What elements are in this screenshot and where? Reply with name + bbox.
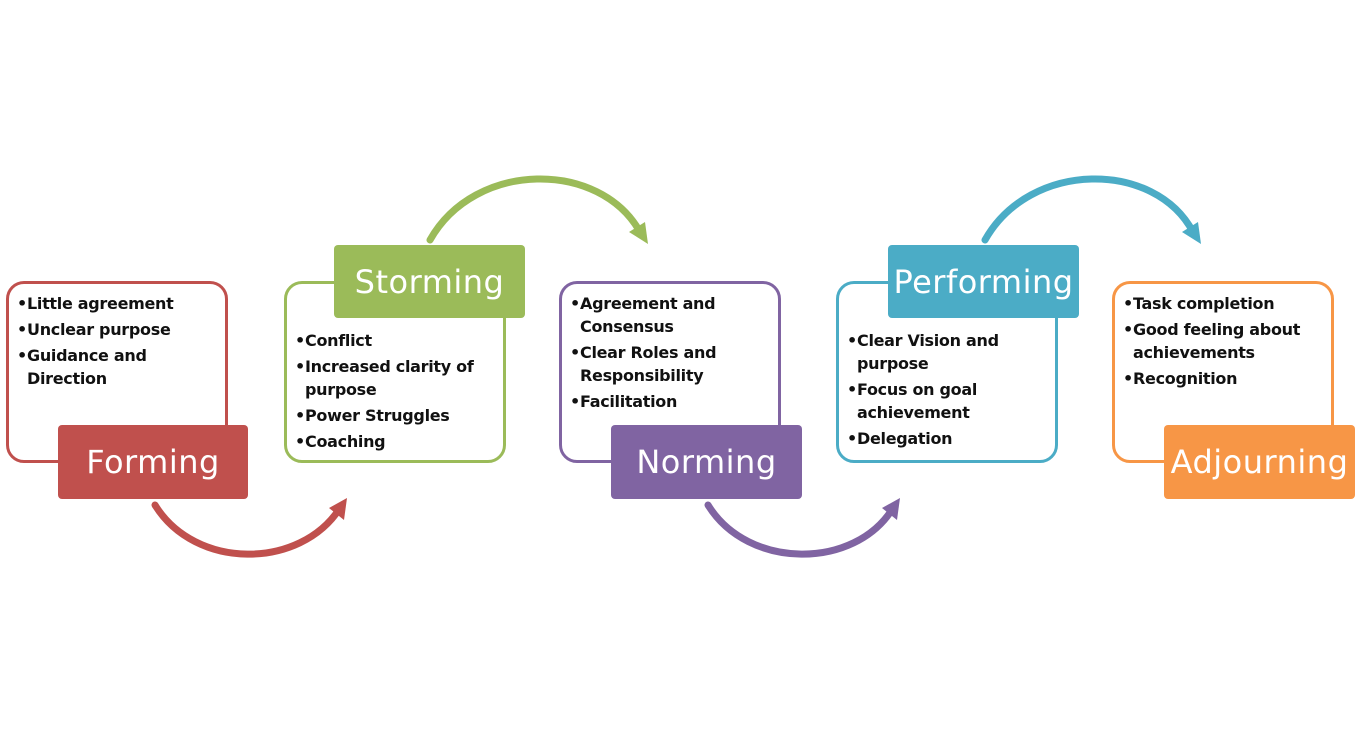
- list-item: Task completion: [1121, 292, 1325, 315]
- storming-label: Storming: [334, 245, 525, 318]
- list-item: Delegation: [845, 427, 1049, 450]
- list-item: Coaching: [293, 430, 497, 453]
- performing-label: Performing: [888, 245, 1079, 318]
- adjourning-bullet-list: Task completion Good feeling about achie…: [1115, 284, 1331, 390]
- list-item: Clear Vision and purpose: [845, 329, 1007, 375]
- list-item: Clear Roles and Responsibility: [568, 341, 730, 387]
- forming-label: Forming: [58, 425, 248, 499]
- list-item: Agreement and Consensus: [568, 292, 730, 338]
- list-item: Guidance and Direction: [15, 344, 157, 390]
- list-item: Good feeling about achievements: [1121, 318, 1308, 364]
- storming-bullet-list: Conflict Increased clarity of purpose Po…: [287, 284, 503, 453]
- list-item: Power Struggles: [293, 404, 497, 427]
- arrow-storming-to-norming: [426, 175, 644, 244]
- arrowhead-performing-to-adjourning: [1182, 222, 1201, 244]
- arrow-performing-to-adjourning: [981, 175, 1197, 244]
- adjourning-label: Adjourning: [1164, 425, 1355, 499]
- forming-bullet-list: Little agreement Unclear purpose Guidanc…: [9, 284, 225, 390]
- arrow-forming-to-storming: [151, 501, 344, 558]
- arrowhead-storming-to-norming: [629, 222, 648, 244]
- arrow-norming-to-performing: [704, 501, 897, 558]
- list-item: Recognition: [1121, 367, 1325, 390]
- list-item: Unclear purpose: [15, 318, 219, 341]
- performing-bullet-list: Clear Vision and purpose Focus on goal a…: [839, 284, 1055, 450]
- arrowhead-forming-to-storming: [329, 498, 347, 520]
- arrowhead-norming-to-performing: [882, 498, 900, 520]
- list-item: Little agreement: [15, 292, 219, 315]
- list-item: Increased clarity of purpose: [293, 355, 497, 401]
- norming-label: Norming: [611, 425, 802, 499]
- list-item: Facilitation: [568, 390, 772, 413]
- list-item: Focus on goal achievement: [845, 378, 997, 424]
- norming-bullet-list: Agreement and Consensus Clear Roles and …: [562, 284, 778, 413]
- list-item: Conflict: [293, 329, 497, 352]
